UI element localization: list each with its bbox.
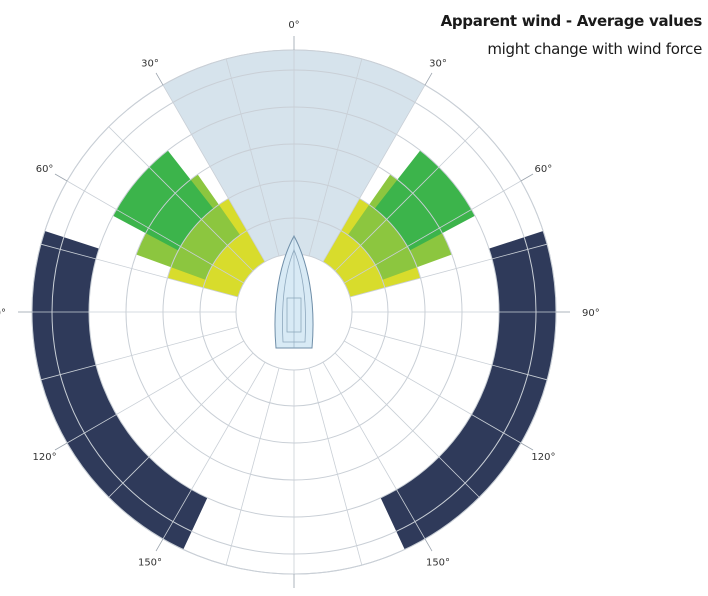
- grid-spoke: [334, 126, 480, 272]
- angle-label: 120°: [33, 452, 57, 463]
- angle-tick: [424, 72, 433, 86]
- grid-spoke: [66, 180, 244, 284]
- angle-tick: [54, 173, 68, 182]
- angle-tick: [520, 442, 534, 451]
- grid-spoke: [162, 84, 266, 262]
- grid-spoke: [40, 326, 239, 381]
- sector-beam-reach-port: [112, 150, 214, 251]
- grid-spoke: [162, 362, 266, 540]
- grid-spoke: [308, 58, 363, 257]
- angle-label: 150°: [426, 557, 450, 568]
- title-block: Apparent wind - Average values might cha…: [440, 12, 703, 58]
- grid-spoke: [66, 340, 244, 444]
- sector-beam-reach-starboard: [374, 150, 476, 251]
- grid-spoke: [322, 84, 426, 262]
- grid-spoke: [308, 367, 363, 566]
- grid-spoke: [344, 340, 522, 444]
- angle-label: 60°: [535, 164, 553, 175]
- grid-spoke: [349, 326, 548, 381]
- sector-broad-reach-port: [31, 231, 208, 550]
- angle-label: 0°: [288, 20, 299, 31]
- grid-spoke: [322, 362, 426, 540]
- chart-subtitle: might change with wind force: [487, 40, 702, 58]
- grid-spoke: [349, 243, 548, 298]
- grid-spoke: [40, 243, 239, 298]
- chart-title: Apparent wind - Average values: [440, 12, 703, 30]
- grid-spoke: [334, 352, 480, 498]
- grid-spoke: [344, 180, 522, 284]
- angle-label: 120°: [531, 452, 555, 463]
- grid-spoke: [225, 58, 280, 257]
- angle-label: 60°: [36, 164, 54, 175]
- grid-spoke: [225, 367, 280, 566]
- angle-label: 90°: [582, 308, 600, 319]
- angle-tick: [155, 538, 164, 552]
- angle-label: 30°: [141, 59, 159, 70]
- sector-broad-reach-starboard: [380, 231, 556, 550]
- angle-label: 150°: [138, 557, 162, 568]
- angle-tick: [155, 72, 164, 86]
- angle-tick: [54, 442, 68, 451]
- angle-tick: [520, 173, 534, 182]
- angle-tick: [424, 538, 433, 552]
- angle-label: 90°: [0, 308, 6, 319]
- grid-spoke: [108, 126, 254, 272]
- angle-label: 30°: [429, 59, 447, 70]
- grid-spoke: [108, 352, 254, 498]
